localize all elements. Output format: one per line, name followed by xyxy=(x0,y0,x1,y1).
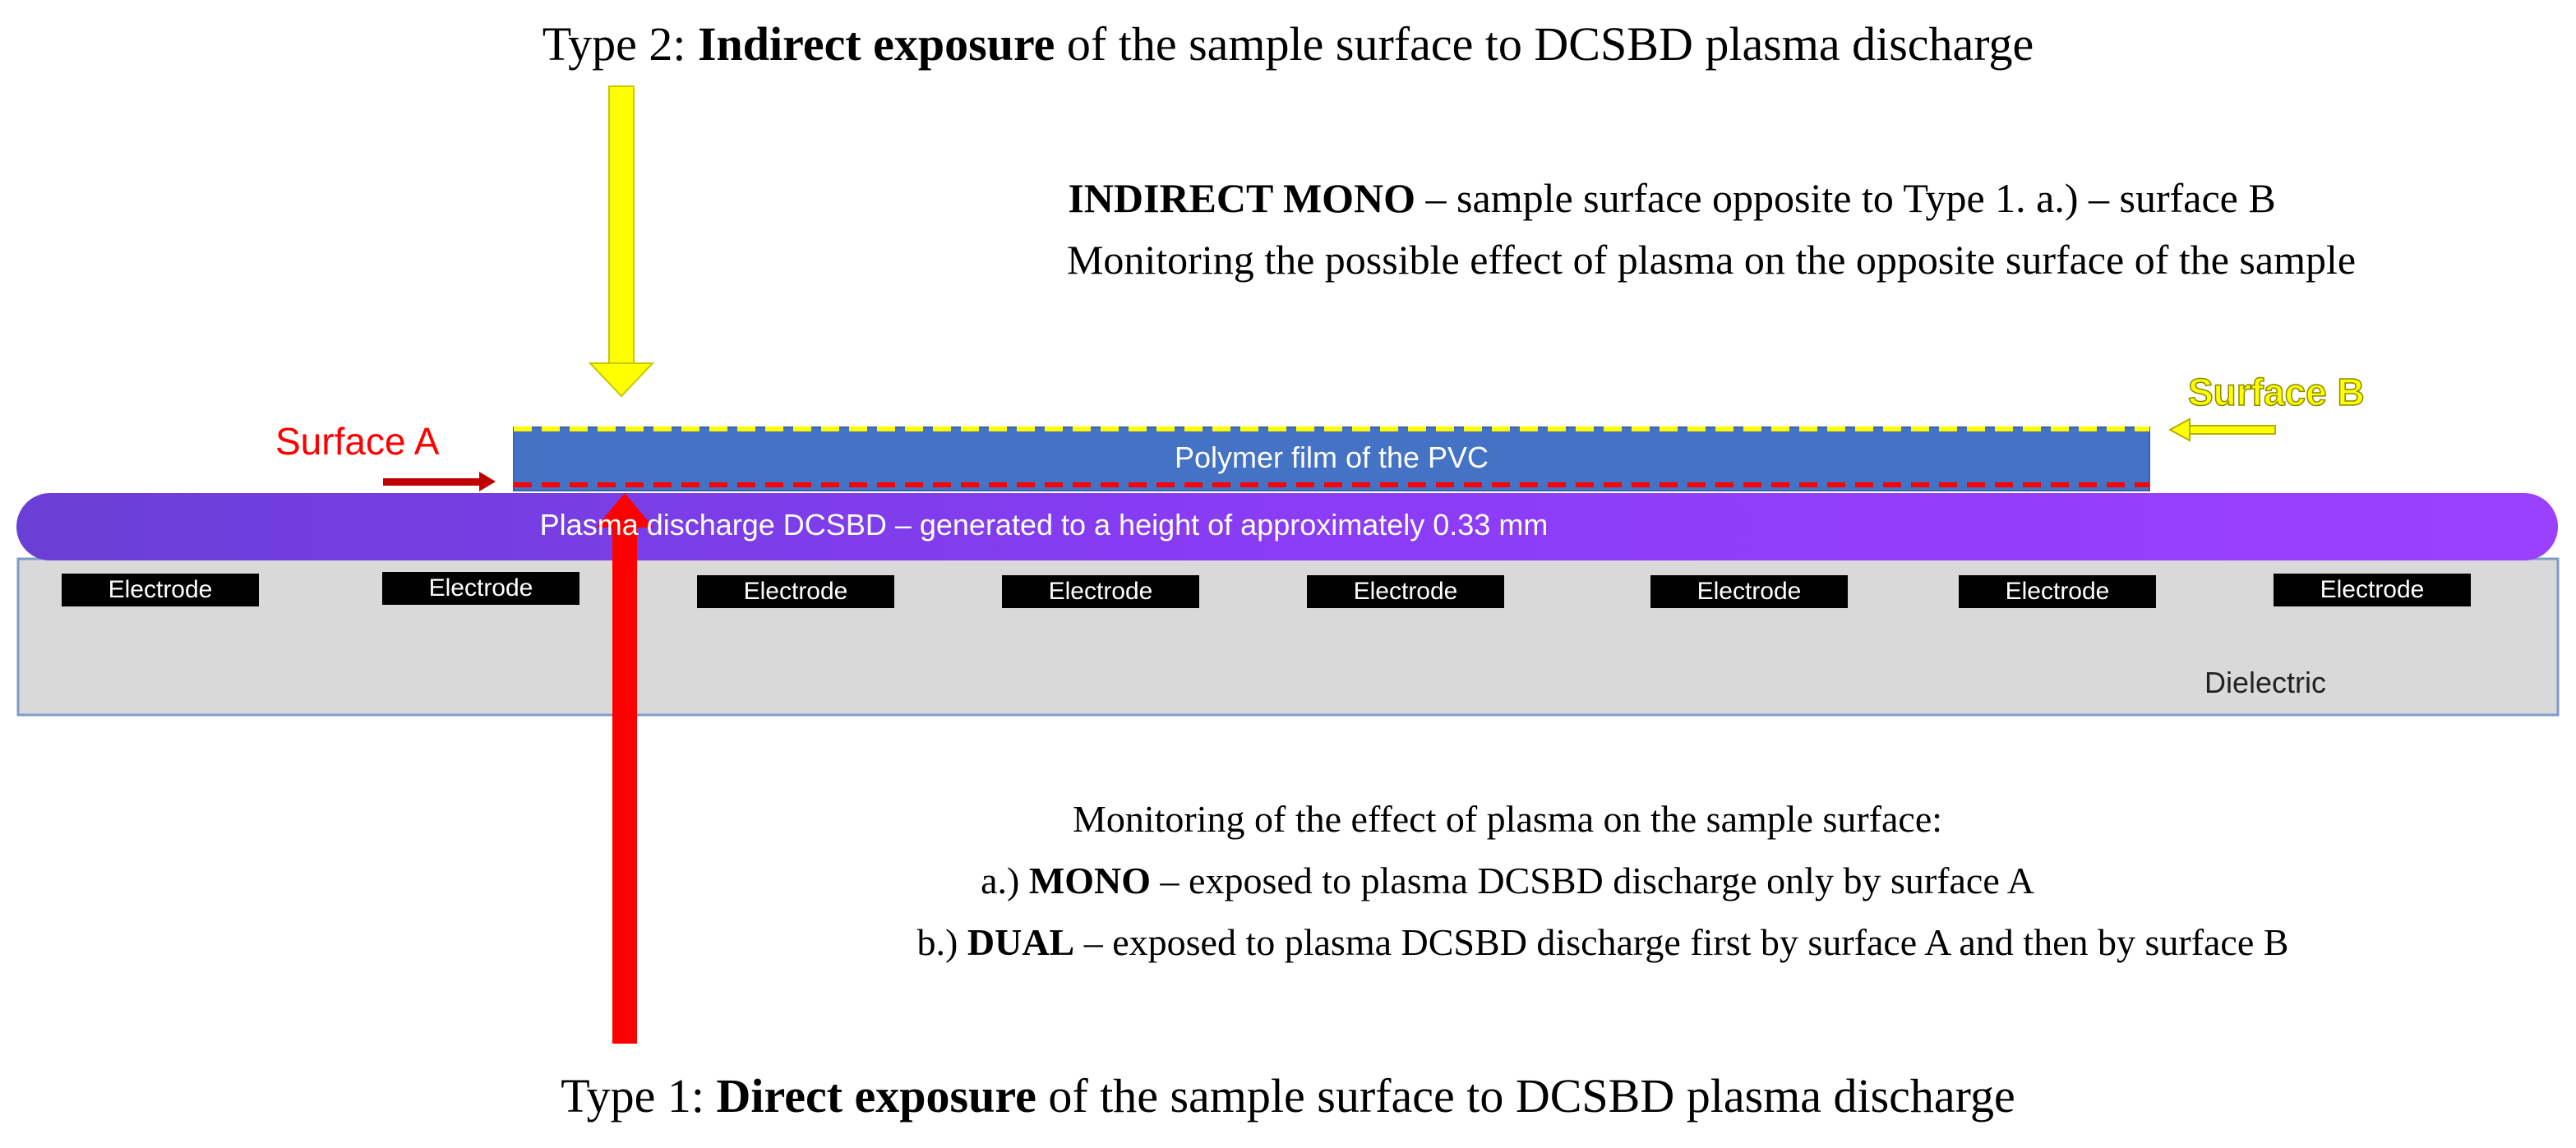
mono-label: MONO xyxy=(1028,860,1152,901)
dielectric-label: Dielectric xyxy=(2204,666,2327,699)
type1-title-bold: Direct exposure xyxy=(716,1069,1036,1123)
dual-label: DUAL xyxy=(967,921,1075,963)
indirect-mono-label: INDIRECT MONO xyxy=(1068,175,1416,221)
surface-a-arrow xyxy=(383,472,496,491)
electrode-3: Electrode xyxy=(697,575,894,608)
electrode-6: Electrode xyxy=(1650,575,1848,608)
mono-description: – exposed to plasma DCSBD discharge only… xyxy=(1151,860,2034,901)
electrode-8: Electrode xyxy=(2274,574,2471,606)
type2-title-bold: Indirect exposure xyxy=(697,17,1055,71)
electrode-5: Electrode xyxy=(1307,575,1504,608)
surface-b-label: Surface B xyxy=(2187,370,2365,414)
polymer-film-label: Polymer film of the PVC xyxy=(1174,440,1489,474)
electrode-2: Electrode xyxy=(382,572,579,605)
indirect-note-line1-rest: – sample surface opposite to Type 1. a.)… xyxy=(1415,175,2276,221)
type2-title-suffix: of the sample surface to DCSBD plasma di… xyxy=(1055,17,2034,71)
type1-title-suffix: of the sample surface to DCSBD plasma di… xyxy=(1036,1069,2015,1123)
type2-title-prefix: Type 2: xyxy=(542,17,698,71)
plasma-discharge xyxy=(16,493,2558,560)
direct-note-line1-text: Monitoring of the effect of plasma on th… xyxy=(1072,798,1943,840)
type1-title: Type 1: Direct exposure of the sample su… xyxy=(0,1068,2576,1123)
polymer-film xyxy=(513,426,2150,491)
electrode-7: Electrode xyxy=(1959,575,2156,608)
electrode-4: Electrode xyxy=(1002,575,1199,608)
type1-title-prefix: Type 1: xyxy=(561,1069,717,1123)
type2-yellow-arrow xyxy=(588,85,655,398)
dual-prefix: b.) xyxy=(916,921,967,963)
electrode-1: Electrode xyxy=(62,574,259,606)
mono-prefix: a.) xyxy=(981,860,1029,901)
type2-title: Type 2: Indirect exposure of the sample … xyxy=(0,16,2576,71)
indirect-note-line2-text: Monitoring the possible effect of plasma… xyxy=(1066,237,2357,283)
type1-red-arrow xyxy=(596,493,653,1044)
surface-a-label: Surface A xyxy=(275,420,440,463)
surface-b-arrow xyxy=(2167,417,2276,442)
plasma-label: Plasma discharge DCSBD – generated to a … xyxy=(539,508,1549,542)
dual-description: – exposed to plasma DCSBD discharge firs… xyxy=(1074,921,2289,963)
